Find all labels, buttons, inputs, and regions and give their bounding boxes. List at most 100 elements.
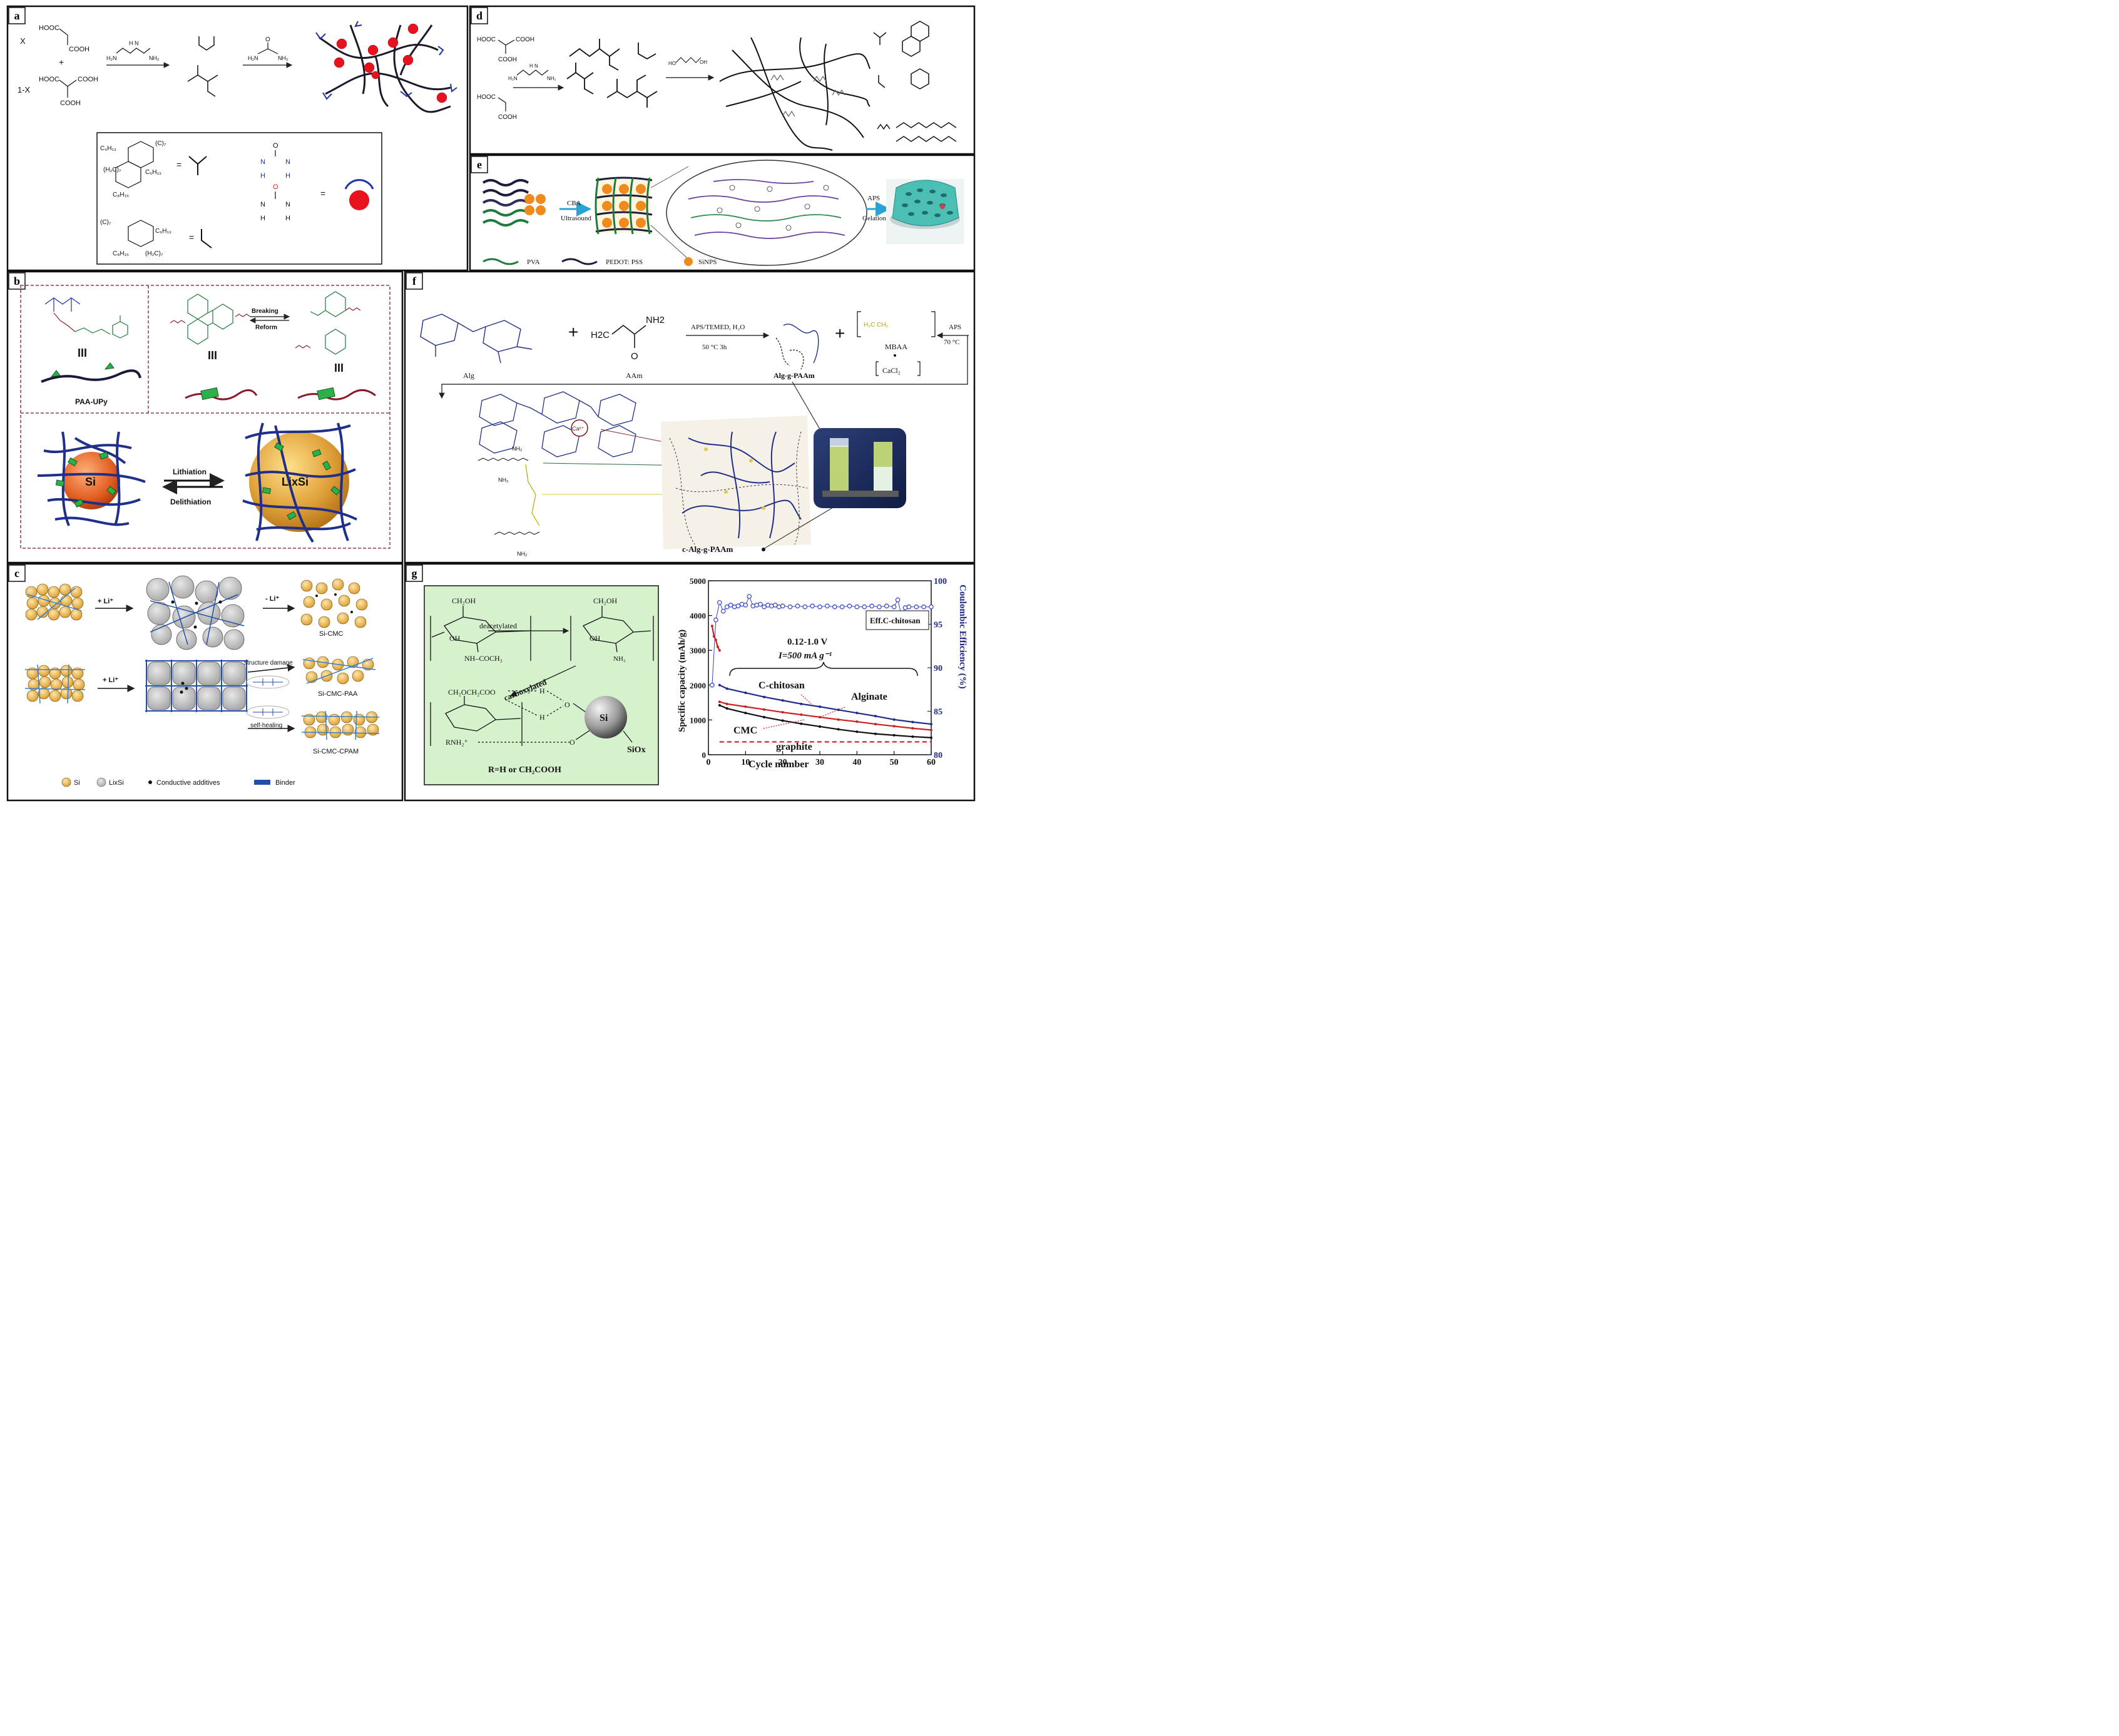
g-chart-y2label: Coulombic Efficiency (%) — [957, 585, 968, 689]
a-legend-c7-2: (C)₇ — [100, 219, 111, 226]
capacity-point — [725, 687, 728, 690]
efficiency-point — [758, 601, 763, 607]
panel-b-frame — [6, 270, 404, 564]
a-legend-equals-2: = — [189, 232, 194, 242]
efficiency-point — [724, 604, 730, 610]
c-si-cmc-paa — [302, 656, 376, 685]
capacity-point — [837, 718, 840, 721]
g-hbond-lines — [478, 690, 569, 743]
panel-c-frame — [6, 563, 404, 802]
b-si-label: Si — [85, 476, 96, 488]
efficiency-point — [877, 604, 882, 610]
capacity-point — [714, 638, 717, 641]
capacity-point — [718, 649, 721, 652]
g-oh-2: OH — [590, 634, 601, 643]
c-si-cmc-cracked — [300, 578, 368, 628]
b-delithiation: Delithiation — [170, 498, 211, 506]
a-legend-molecule-2: (C)₇ C₆H₁₃ C₈H₁₅ (H₂C)₇ = — [100, 219, 212, 257]
panel-labels: a d e b f c g — [8, 7, 488, 582]
efficiency-point — [795, 603, 800, 609]
x-tick-label: 30 — [815, 758, 824, 767]
g-deacetylated: deacetylated — [479, 621, 517, 630]
e-chains — [482, 179, 529, 227]
capacity-point — [800, 702, 803, 705]
capacity-point — [716, 645, 719, 648]
x-tick-label: 50 — [890, 758, 899, 767]
y-tick-label: 2000 — [690, 681, 706, 690]
g-chart-eff-box — [865, 610, 929, 630]
a-legend-n4: N — [285, 201, 290, 208]
d-crosslinks — [770, 74, 845, 118]
a-legend-h2c-1: (H₂C)₇ — [103, 166, 121, 173]
efficiency-point — [728, 603, 733, 608]
capacity-point — [819, 725, 821, 728]
e-zoom-groups — [717, 185, 829, 231]
capacity-point — [744, 705, 747, 708]
a-legend-c8h15: C₈H₁₅ — [113, 191, 129, 198]
a-x-label: X — [20, 36, 26, 46]
c-structure-damage: structure damage — [244, 660, 293, 666]
capacity-point — [892, 718, 896, 721]
panel-c-label: c — [14, 567, 19, 580]
capacity-point — [781, 719, 784, 722]
g-chart-alginate-label: Alginate — [851, 692, 887, 702]
f-gel-network-image — [661, 416, 811, 549]
b-paa-upy: PAA-UPy — [75, 397, 108, 406]
g-o-2: O — [569, 738, 575, 747]
efficiency-point — [884, 603, 889, 609]
capacity-point — [781, 711, 784, 714]
d-cooh-c: COOH — [498, 114, 517, 121]
efficiency-point — [839, 604, 845, 610]
a-legend-h4: H — [285, 215, 290, 222]
efficiency-point — [717, 600, 722, 605]
efficiency-point — [817, 604, 822, 610]
f-plus-2: + — [835, 324, 845, 343]
capacity-point — [892, 733, 896, 737]
g-scheme-box — [424, 585, 659, 785]
e-legend: PVA PEDOT: PSS SiNPS — [483, 257, 717, 266]
a-nh: H N — [129, 40, 139, 46]
a-legend-molecule-1: C₆H₁₃ (C)₇ (H₂C)₇ C₆H₁₃ C₈H₁₅ = — [100, 140, 207, 198]
c-si-cmc-paa: Si-CMC-PAA — [318, 690, 358, 698]
efficiency-point — [710, 683, 715, 688]
d-cooh-b: COOH — [498, 56, 517, 63]
panel-b: III PAA-UPy III Breaking Reform III — [20, 285, 391, 549]
efficiency-point — [825, 603, 830, 609]
a-cooh-2: COOH — [78, 76, 98, 83]
b-paa-upy-structure — [44, 297, 128, 339]
f-mbaa-formula: H₂C CH₂ — [864, 322, 889, 329]
b-upy-dimer — [170, 294, 251, 345]
panel-d-label: d — [476, 9, 483, 22]
d-cooh-a: COOH — [516, 36, 534, 43]
efficiency-point — [895, 597, 901, 603]
c-pristine-1 — [25, 583, 84, 621]
c-li-minus: - Li⁺ — [265, 595, 279, 603]
a-legend-c6h13-3: C₆H₁₃ — [155, 228, 171, 235]
b-triple-2: III — [208, 349, 217, 362]
d-legend — [873, 21, 957, 142]
y2-tick-label: 80 — [934, 751, 942, 760]
f-mbaa-label: MBAA — [885, 342, 907, 351]
a-network — [319, 24, 451, 113]
c-si-cmc: Si-CMC — [319, 630, 344, 638]
panel-g: CH₂OH OH NH–COCH₃ deacetylated CH₂OH OH … — [424, 585, 659, 785]
efficiency-point — [869, 603, 874, 609]
b-triple-3: III — [334, 362, 344, 374]
a-cooh-3: COOH — [60, 100, 81, 107]
c-self-healing: self-healing — [250, 722, 282, 729]
a-legend-h2c-2: (H₂C)₇ — [145, 250, 163, 257]
g-chitin-ring — [430, 606, 531, 661]
f-conditions-bottom: 50 °C 3h — [702, 344, 727, 351]
capacity-point — [911, 735, 914, 738]
d-oh: OH — [700, 59, 707, 65]
d-skeletons — [566, 39, 658, 108]
efficiency-point — [713, 617, 718, 623]
capacity-point — [874, 732, 877, 735]
efficiency-point — [929, 604, 934, 610]
capacity-point — [837, 728, 840, 731]
g-chart-graphite-label: graphite — [776, 742, 812, 752]
efficiency-point — [787, 604, 793, 610]
e-zoom-ellipse — [666, 160, 867, 266]
f-vial-photo — [814, 428, 906, 508]
b-reform: Reform — [255, 324, 277, 331]
